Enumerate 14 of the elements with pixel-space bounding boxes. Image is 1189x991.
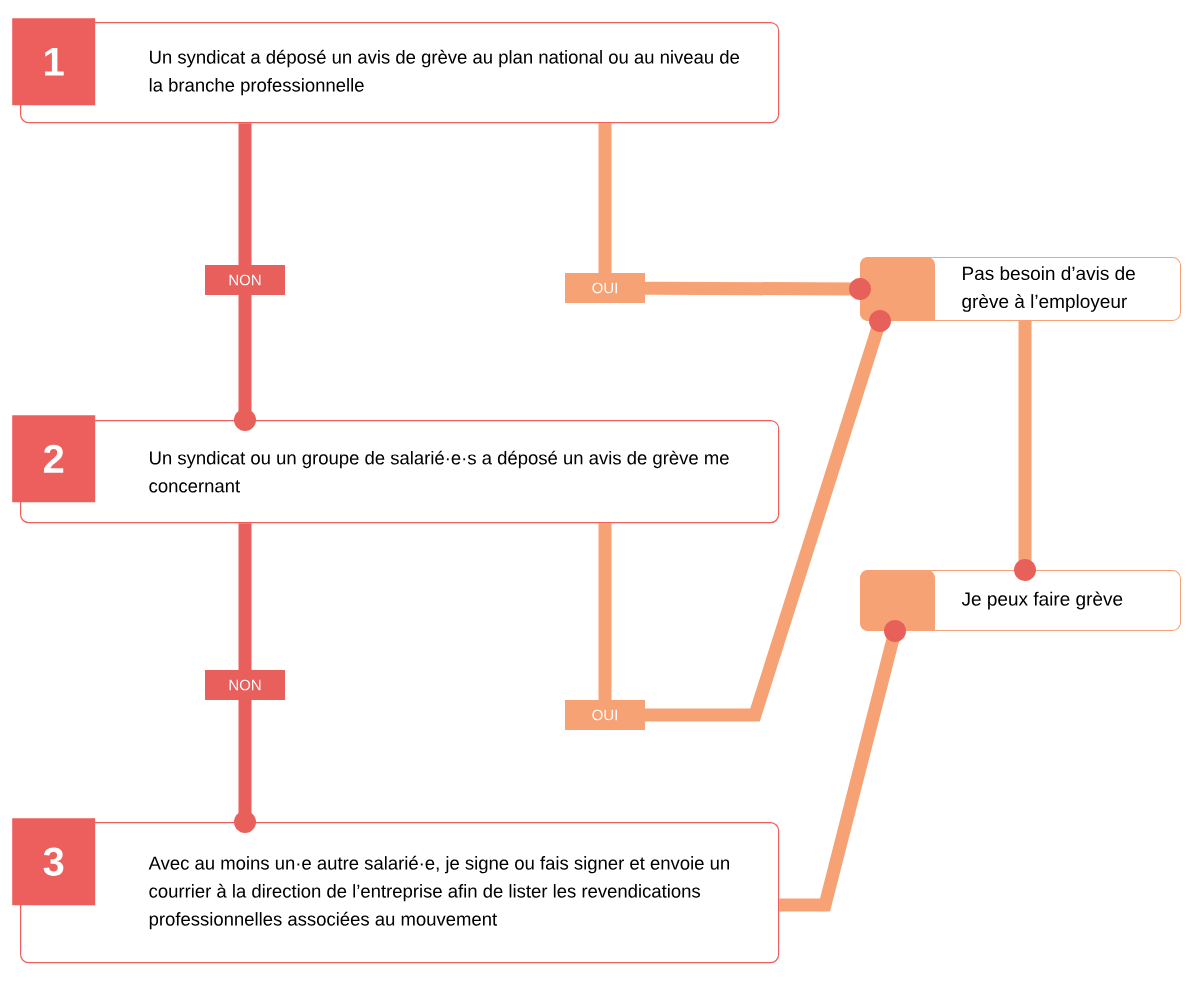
result-box: Pas besoin d’avis de grève à l’employeur xyxy=(860,257,1181,321)
step-number: 1 xyxy=(12,18,96,106)
edge-label: OUI xyxy=(565,273,645,303)
connector xyxy=(234,523,256,833)
connector xyxy=(598,310,891,722)
result-box: Je peux faire grève xyxy=(860,570,1181,631)
connector xyxy=(598,123,871,300)
connector xyxy=(1014,321,1036,581)
edge-label: NON xyxy=(205,670,285,700)
edge-label: NON xyxy=(205,265,285,295)
step-number: 3 xyxy=(12,818,96,906)
step-number: 2 xyxy=(12,415,96,503)
edge-label: OUI xyxy=(565,700,645,730)
connector xyxy=(234,123,256,431)
